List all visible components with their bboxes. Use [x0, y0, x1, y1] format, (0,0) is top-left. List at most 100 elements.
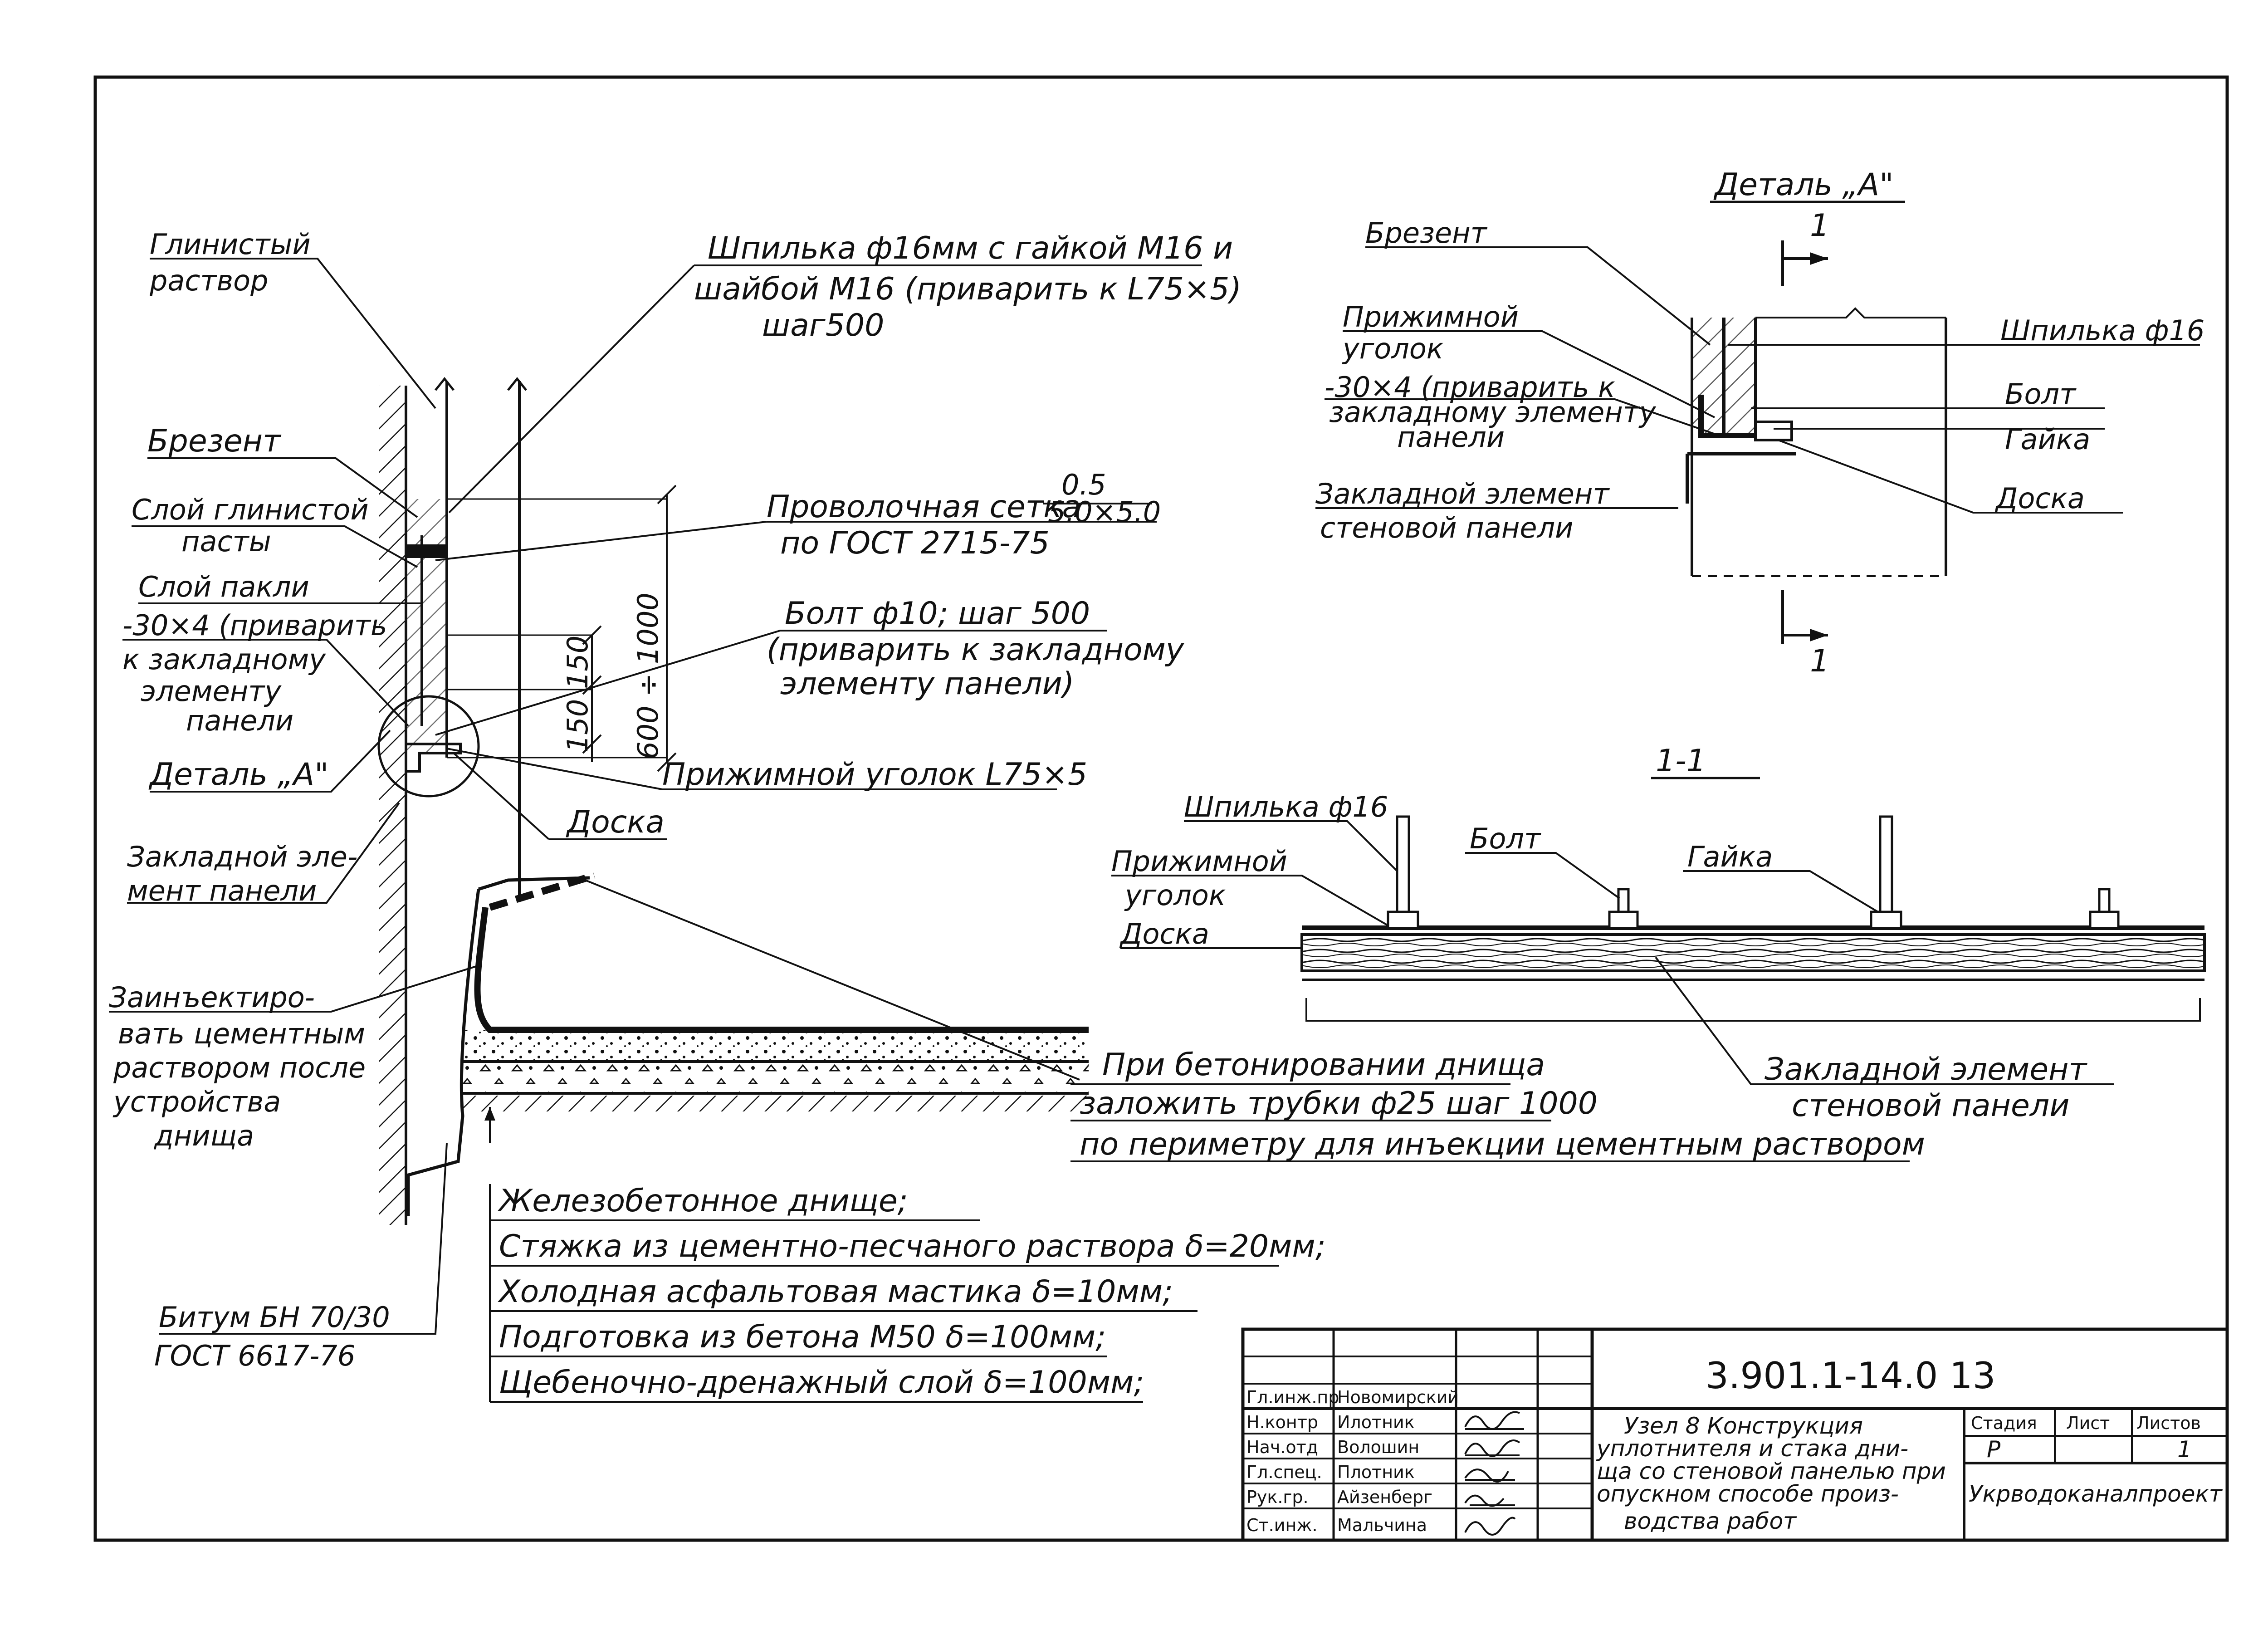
label-bolt-2: (приварить к закладному: [767, 632, 1184, 668]
label-stud-1: Шпилька ф16мм с гайкой М16 и: [708, 230, 1233, 266]
role-label: Гл.инж.пр: [1246, 1387, 1339, 1407]
label-board: Доска: [566, 804, 665, 840]
mesh-fraction-bottom: 5.0×5.0: [1048, 495, 1161, 529]
label-pipes-2: заложить трубки ф25 шаг 1000: [1080, 1086, 1598, 1121]
detail-label-tarp: Брезент: [1365, 216, 1488, 250]
role-label: Нач.отд: [1246, 1437, 1318, 1457]
sheets-header: Листов: [2136, 1413, 2201, 1433]
label-bolt-1: Болт ф10; шаг 500: [785, 596, 1090, 631]
layer-list: Железобетонное днище; Стяжка из цементно…: [490, 1183, 1326, 1403]
label-inject-5: днища: [154, 1119, 254, 1152]
label-clay-paste-1: Слой глинистой: [132, 493, 369, 526]
detail-a-drawing: Деталь „А" 1 1 Брезент Прижимной уголок: [1315, 167, 2204, 679]
signer-name: Волошин: [1337, 1437, 1419, 1457]
label-pipes-1: При бетонировании днища: [1102, 1047, 1545, 1083]
section-mark-top: 1: [1810, 208, 1829, 244]
layer-item: Щебеночно-дренажный слой δ=100мм;: [499, 1365, 1144, 1400]
sheet-header: Лист: [2066, 1413, 2110, 1433]
detail-label-stud: Шпилька ф16: [2000, 314, 2204, 347]
label-embedded-1: Закладной эле-: [127, 840, 357, 873]
detail-label-nut: Гайка: [2005, 423, 2090, 456]
detail-label-strip-2: закладному элементу: [1329, 396, 1657, 429]
label-clamp-angle: Прижимной уголок L75×5: [662, 757, 1087, 793]
detail-label-clamp-1: Прижимной: [1343, 300, 1519, 333]
section-studs: [1387, 815, 2120, 930]
section-label-embedded-1: Закладной элемент: [1765, 1052, 2088, 1087]
role-label: Н.контр: [1246, 1412, 1318, 1432]
label-clay-mortar-2: раствор: [149, 264, 268, 297]
signer-name: Айзенберг: [1337, 1487, 1432, 1507]
detail-label-embedded-1: Закладной элемент: [1315, 477, 1610, 510]
label-mesh-2: по ГОСТ 2715-75: [780, 525, 1050, 561]
dim-150-lower: 150: [561, 699, 594, 753]
label-strip-4: панели: [186, 704, 293, 737]
label-pipes-3: по периметру для инъекции цементным раст…: [1080, 1126, 1925, 1162]
detail-a-title: Деталь „А": [1713, 167, 1893, 203]
signer-name: Новомирский: [1337, 1387, 1459, 1407]
signer-name: Мальчина: [1337, 1515, 1427, 1535]
layer-item: Холодная асфальтовая мастика δ=10мм;: [498, 1274, 1173, 1310]
section-label-stud: Шпилька ф16: [1184, 790, 1388, 823]
label-strip-3: элементу: [141, 675, 282, 708]
section-label-embedded-2: стеновой панели: [1792, 1088, 2069, 1124]
section-label-bolt: Болт: [1470, 822, 1541, 855]
detail-label-clamp-2: уголок: [1342, 332, 1444, 365]
organization: Укрводоканалпроект: [1969, 1481, 2223, 1507]
soil-hatch: [379, 386, 406, 1225]
section-board: [1300, 933, 2206, 972]
title-block: 3.901.1-14.0 13 Узел 8 Конструкция уплот…: [1241, 1327, 2229, 1542]
label-clay-paste-2: пасты: [181, 525, 271, 558]
label-strip-2: к закладному: [122, 643, 326, 676]
section-label-board: Доска: [1119, 917, 1209, 950]
signatures: [1464, 1411, 1524, 1536]
section-label-clamp-1: Прижимной: [1111, 845, 1287, 878]
mesh-fraction-top: 0.5: [1061, 468, 1106, 501]
label-stud-3: шаг500: [762, 308, 884, 343]
dim-150-upper: 150: [561, 636, 594, 689]
sheets-value: 1: [2177, 1436, 2192, 1463]
label-clay-mortar-1: Глинистый: [150, 228, 311, 261]
section-1-1-drawing: 1-1 Шпилька ф16 Болт Гайка Прижимной уго…: [1111, 743, 2206, 1124]
label-tarp: Брезент: [147, 423, 282, 459]
detail-label-embedded-2: стеновой панели: [1320, 511, 1573, 544]
label-bitumen-2: ГОСТ 6617-76: [154, 1339, 355, 1372]
label-inject-2: вать цементным: [118, 1017, 365, 1050]
label-stud-2: шайбой М16 (приварить к L75×5): [694, 271, 1242, 307]
doc-code: 3.901.1-14.0 13: [1706, 1355, 1996, 1397]
signer-name: Плотник: [1337, 1462, 1415, 1482]
doc-title-line: уплотнителя и стака дни-: [1596, 1435, 1908, 1462]
label-bitumen-1: Битум БН 70/30: [159, 1301, 390, 1334]
doc-title-line: Узел 8 Конструкция: [1624, 1413, 1863, 1439]
seal-packing: [406, 499, 447, 753]
label-mesh-1: Проволочная сетка: [767, 489, 1081, 525]
section-1-1-title: 1-1: [1656, 743, 1706, 779]
role-label: Рук.гр.: [1246, 1487, 1309, 1507]
screed-layer: [463, 1030, 1089, 1062]
detail-label-strip-3: панели: [1397, 421, 1505, 454]
layer-item: Железобетонное днище;: [497, 1183, 908, 1219]
detail-label-bolt: Болт: [2005, 377, 2077, 411]
label-inject-4: устройства: [112, 1085, 281, 1118]
section-label-clamp-2: уголок: [1124, 879, 1226, 912]
role-label: Ст.инж.: [1246, 1515, 1318, 1535]
dim-total: 600 ÷ 1000: [631, 592, 665, 759]
section-mark-bottom: 1: [1810, 643, 1829, 679]
doc-title-line: водства работ: [1624, 1508, 1797, 1534]
detail-label-board: Доска: [1994, 482, 2085, 515]
detail-label-strip-1: -30×4 (приварить к: [1325, 371, 1615, 404]
label-inject-1: Заинъектиро-: [109, 981, 315, 1014]
detail-a-callout: [377, 695, 480, 798]
label-detail-ref: Деталь „А": [148, 757, 328, 793]
doc-title-line: ща со стеновой панелью при: [1597, 1458, 1946, 1484]
main-section-drawing: 600 ÷ 1000 150 150 Глинистый раствор Шпи…: [109, 228, 1925, 1403]
stage-value: Р: [1987, 1436, 2001, 1463]
drawing-frame: [93, 75, 2229, 1542]
label-strip-1: -30×4 (приварить: [122, 609, 387, 642]
stage-header: Стадия: [1971, 1413, 2037, 1433]
concrete-prep-layer: [463, 1064, 1089, 1093]
label-tow: Слой пакли: [138, 570, 309, 603]
section-label-nut: Гайка: [1687, 840, 1773, 873]
layer-item: Стяжка из цементно-песчаного раствора δ=…: [499, 1229, 1326, 1264]
label-bolt-3: элементу панели): [780, 666, 1074, 702]
